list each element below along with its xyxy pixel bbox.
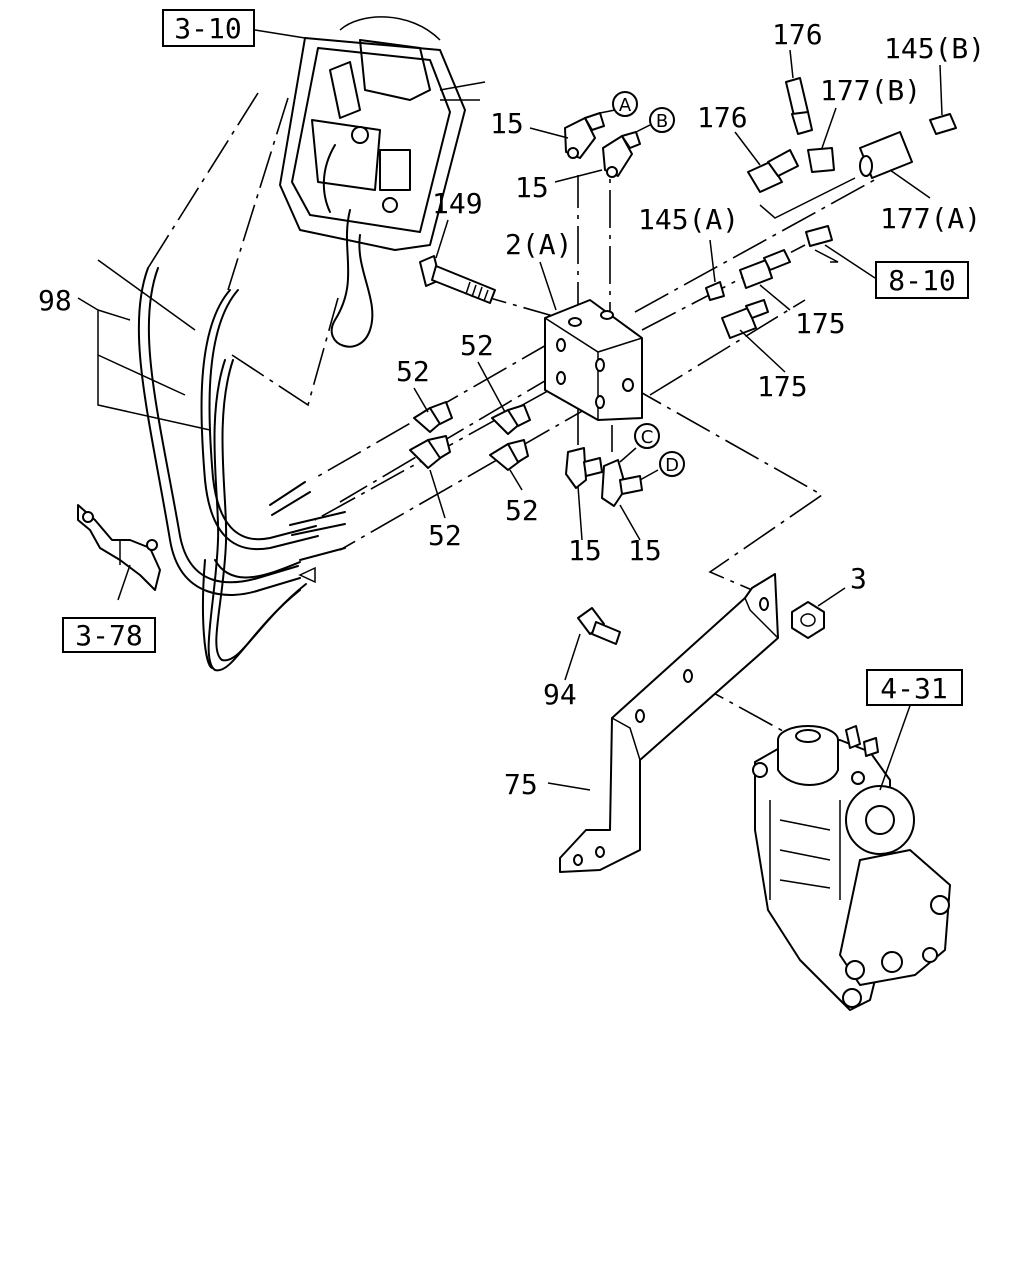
callout-98: 98 — [38, 284, 72, 317]
callout-15: 15 — [628, 534, 662, 567]
callout-75: 75 — [504, 768, 538, 801]
elbow-fittings-bottom — [565, 447, 643, 507]
ref-box-4-31[interactable]: 4-31 — [866, 669, 963, 706]
callout-145-b: 145(B) — [884, 32, 985, 65]
callout-52: 52 — [428, 519, 462, 552]
ref-label-3-78: 3-78 — [75, 619, 142, 652]
elbow-fittings-top — [564, 112, 641, 178]
leader-lines — [77, 29, 943, 791]
ref-label-3-10: 3-10 — [174, 12, 241, 45]
callout-52: 52 — [460, 329, 494, 362]
switches-and-plugs — [705, 77, 957, 339]
callout-15: 15 — [490, 107, 524, 140]
callout-176: 176 — [697, 101, 748, 134]
connection-mark-c: C — [634, 423, 660, 449]
pedal-valve-assembly — [279, 16, 486, 348]
pipe-clamp — [77, 504, 161, 591]
connection-mark-b-label: B — [656, 111, 668, 132]
pipe-bundle-98 — [137, 267, 346, 672]
connection-mark-c-label: C — [641, 427, 654, 448]
nut-3 — [791, 601, 825, 639]
callout-52: 52 — [505, 494, 539, 527]
ref-label-8-10: 8-10 — [888, 264, 955, 297]
callout-2-a: 2(A) — [505, 228, 572, 261]
connection-mark-a: A — [612, 91, 638, 117]
callout-94: 94 — [543, 678, 577, 711]
bolt-149 — [419, 255, 496, 304]
connection-mark-b: B — [649, 107, 675, 133]
callout-176: 176 — [772, 18, 823, 51]
callout-15: 15 — [515, 171, 549, 204]
relay-valve-assembly — [752, 725, 951, 1011]
callout-149: 149 — [432, 187, 483, 220]
bolt-94 — [577, 607, 621, 645]
ref-box-3-10[interactable]: 3-10 — [162, 9, 255, 47]
ref-box-3-78[interactable]: 3-78 — [62, 617, 156, 653]
callout-175: 175 — [757, 370, 808, 403]
callout-15: 15 — [568, 534, 602, 567]
bracket-75 — [559, 573, 779, 873]
callout-3: 3 — [850, 562, 867, 595]
callout-177-a: 177(A) — [880, 202, 981, 235]
callout-175: 175 — [795, 307, 846, 340]
ref-box-8-10[interactable]: 8-10 — [875, 261, 969, 299]
connection-mark-d: D — [659, 451, 685, 477]
callout-177-b: 177(B) — [820, 74, 921, 107]
callout-52: 52 — [396, 355, 430, 388]
distribution-block — [544, 299, 643, 421]
connection-mark-d-label: D — [665, 455, 679, 476]
callout-145-a: 145(A) — [638, 203, 739, 236]
union-fittings-52 — [409, 401, 531, 471]
callout-labels: 15 15 15 15 176 176 145(B) 145(A) 177(B)… — [38, 18, 985, 801]
connection-mark-a-label: A — [619, 95, 632, 116]
ref-label-4-31: 4-31 — [880, 672, 947, 705]
